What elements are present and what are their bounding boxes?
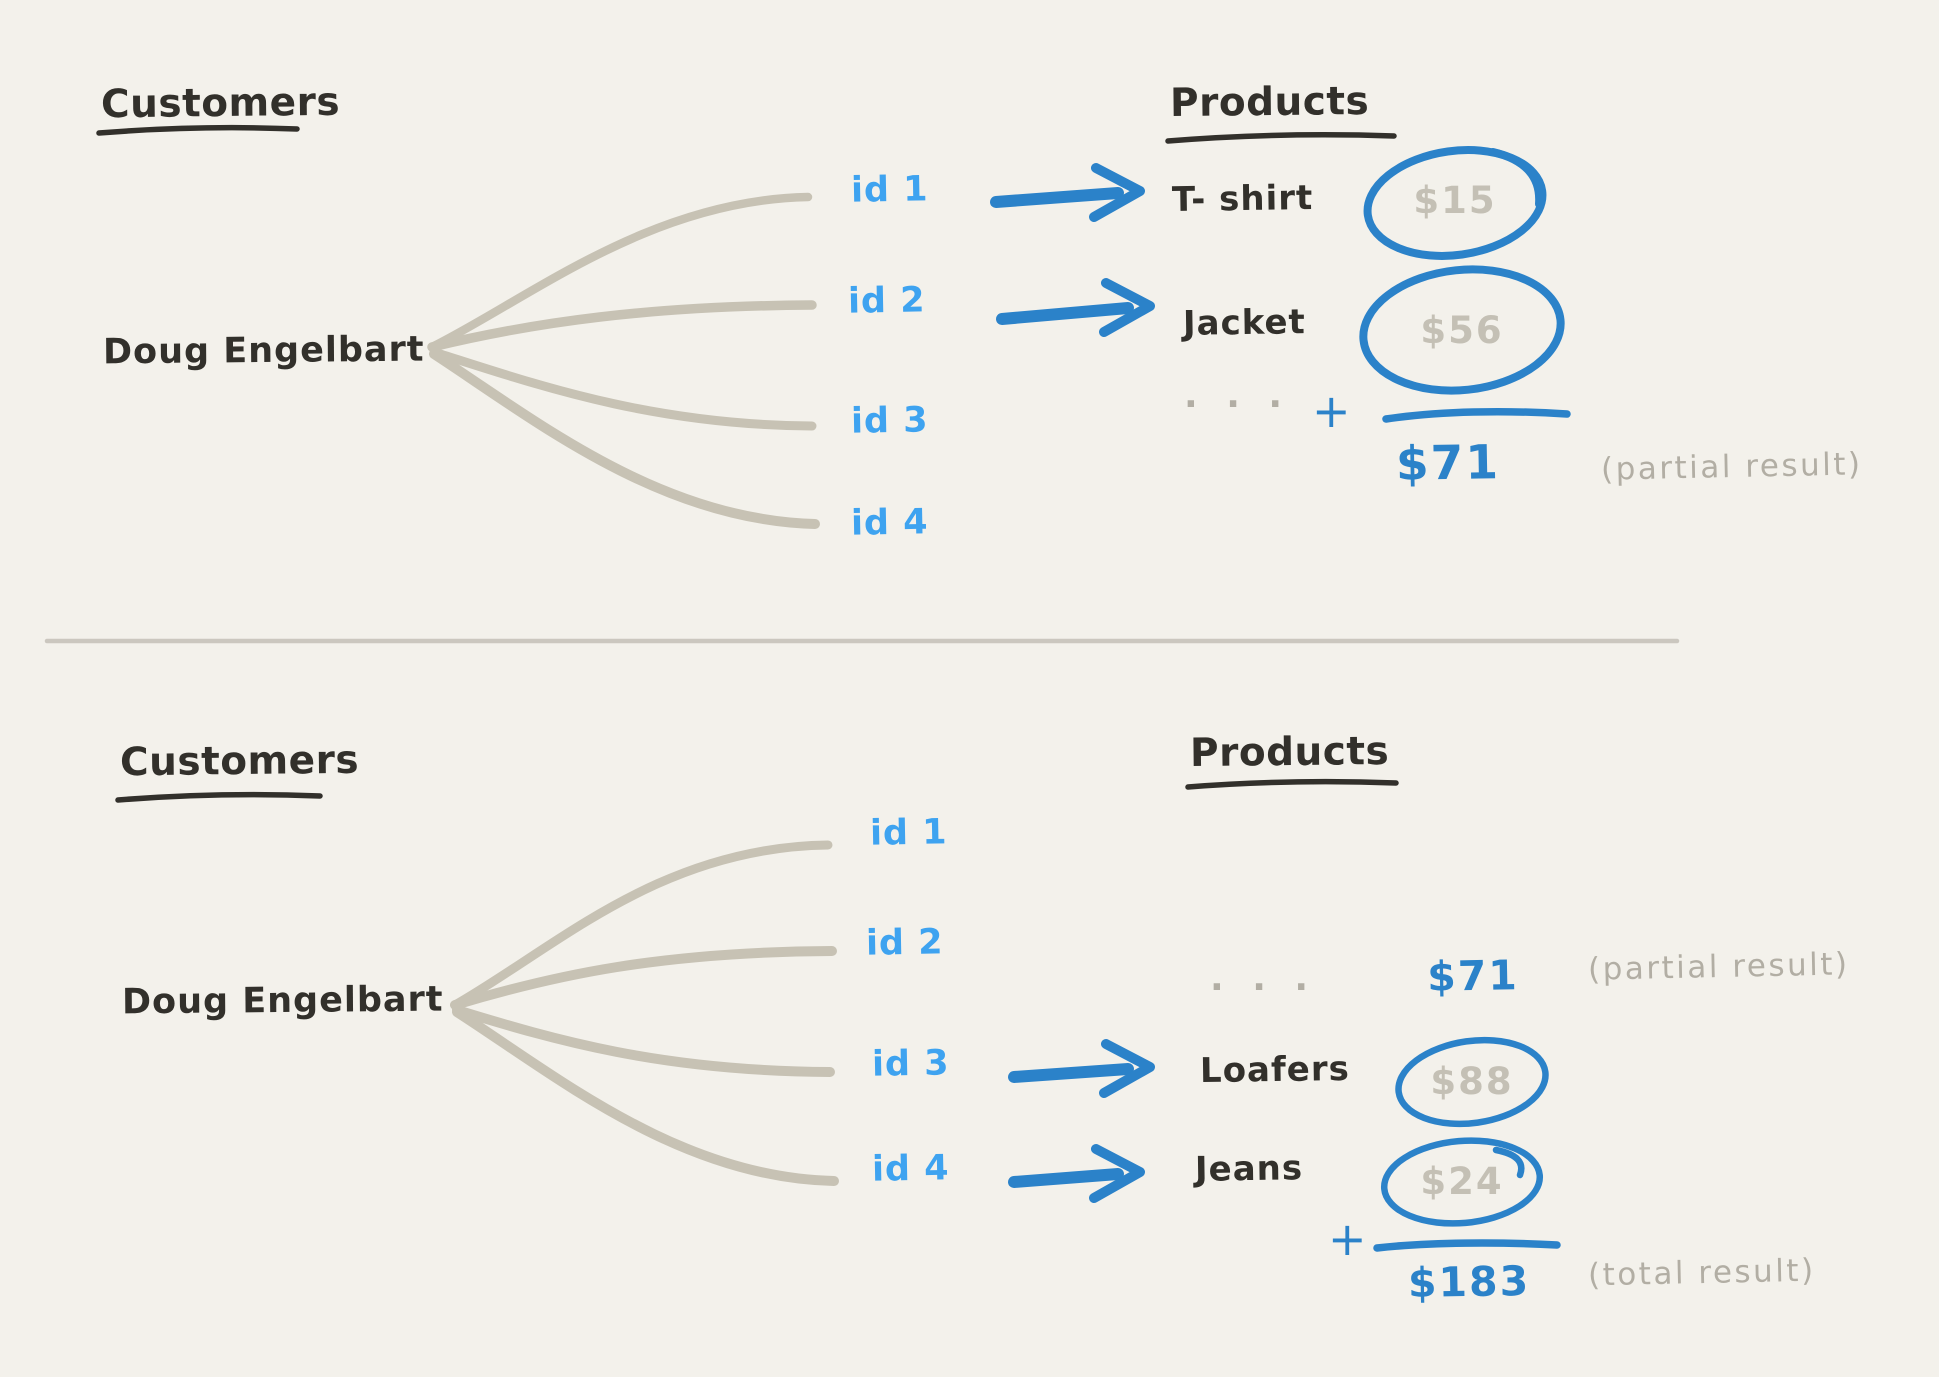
product-jeans: Jeans	[1194, 1148, 1304, 1190]
fan-line-bottom-id2	[450, 946, 837, 1010]
underline-products-top	[1165, 132, 1397, 144]
fan-line-top-id4	[429, 349, 820, 529]
arrow-head	[1099, 278, 1155, 337]
partial-sum-value-top: $71	[1395, 435, 1501, 492]
product-loafers: Loafers	[1199, 1048, 1351, 1092]
customers-heading-bottom: Customers	[119, 737, 360, 786]
partial-result-note-bottom: (partial result)	[1587, 946, 1850, 988]
id3-label-bottom: id 3	[871, 1043, 950, 1085]
fan-line-top-id1	[427, 192, 813, 352]
id1-label-bottom: id 1	[869, 812, 948, 854]
id1-label-top: id 1	[850, 169, 929, 211]
price-circle-24	[1380, 1137, 1544, 1227]
price-tshirt: $15	[1413, 179, 1497, 222]
underline-customers-bottom	[115, 791, 323, 803]
id2-label-top: id 2	[847, 280, 926, 322]
arrow-head	[1099, 1039, 1155, 1098]
price-circle-15-overshoot	[1489, 148, 1544, 208]
underline-products-bottom	[1185, 778, 1399, 790]
price-circle-24-overshoot	[1492, 1146, 1525, 1179]
ellipsis-top: · · ·	[1184, 384, 1291, 425]
id4-label-top: id 4	[850, 502, 929, 544]
fan-line-top-id2	[427, 300, 817, 352]
price-circle-56	[1359, 265, 1565, 395]
price-circle-88	[1395, 1036, 1549, 1128]
products-heading-top: Products	[1169, 78, 1370, 127]
id2-label-bottom: id 2	[865, 922, 944, 964]
arrow-id3-to-loafers	[1008, 1039, 1155, 1098]
fan-line-bottom-id4	[452, 1007, 839, 1186]
plus-sign-top: +	[1312, 384, 1351, 438]
fan-line-top-id3	[429, 347, 817, 431]
price-loafers: $88	[1430, 1060, 1514, 1103]
arrow-head	[1089, 1144, 1145, 1203]
total-result-note: (total result)	[1587, 1252, 1816, 1294]
partial-result-note-top: (partial result)	[1600, 446, 1863, 488]
arrow-id1-to-tshirt	[990, 163, 1145, 222]
price-jacket: $56	[1420, 309, 1504, 352]
carry-partial-sum-value: $71	[1426, 951, 1520, 1001]
id4-label-bottom: id 4	[871, 1148, 950, 1190]
arrow-shaft	[990, 187, 1124, 208]
customer-name-bottom: Doug Engelbart	[121, 979, 444, 1023]
arrow-id4-to-jeans	[1008, 1144, 1145, 1203]
customer-name-top: Doug Engelbart	[102, 329, 425, 373]
arrow-head	[1089, 163, 1145, 222]
fan-lines-bottom	[450, 840, 839, 1186]
arrow-id2-to-jacket	[996, 278, 1155, 337]
fan-lines-top	[427, 192, 820, 529]
sum-line-top	[1382, 407, 1571, 423]
product-jacket: Jacket	[1182, 302, 1307, 344]
arrow-shaft	[996, 302, 1134, 325]
underline-customers-top	[96, 124, 300, 136]
products-heading-bottom: Products	[1189, 728, 1390, 777]
price-jeans: $24	[1420, 1160, 1504, 1203]
id3-label-top: id 3	[850, 400, 929, 442]
total-sum-value: $183	[1407, 1256, 1531, 1308]
sum-line-bottom	[1373, 1239, 1561, 1252]
arrow-shaft	[1008, 1168, 1124, 1188]
customers-heading-top: Customers	[100, 79, 341, 128]
product-tshirt: T- shirt	[1171, 178, 1314, 220]
arrow-shaft	[1008, 1063, 1134, 1083]
fan-line-bottom-id1	[450, 840, 833, 1010]
plus-sign-bottom: +	[1328, 1212, 1367, 1266]
ellipsis-bottom: · · ·	[1210, 967, 1317, 1008]
fan-line-bottom-id3	[452, 1005, 835, 1077]
